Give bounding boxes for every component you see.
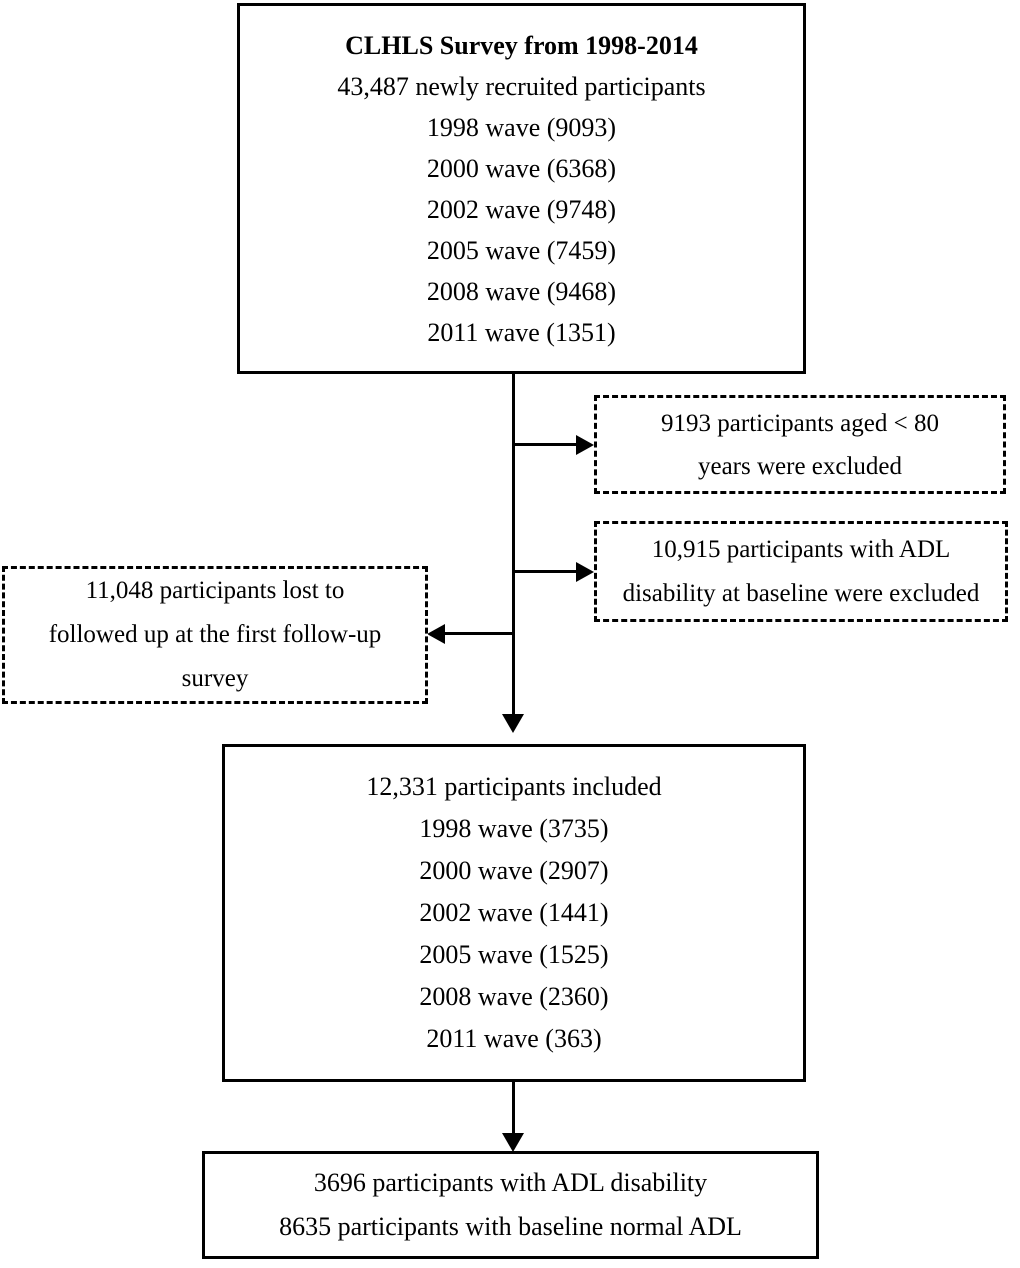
arrowhead-lost-followup <box>427 624 445 644</box>
included-cohort-line-5: 2005 wave (1525) <box>419 940 609 969</box>
arrowhead-outcomes <box>502 1133 524 1152</box>
node-outcome-groups: 3696 participants with ADL disability 86… <box>202 1151 819 1259</box>
source-cohort-line-5: 2005 wave (7459) <box>426 235 617 265</box>
included-cohort-line-7: 2011 wave (363) <box>426 1024 602 1053</box>
connector-branch-lost-followup <box>445 632 513 635</box>
lost-followup-line-1: 11,048 participants lost to <box>85 577 345 604</box>
arrowhead-excluded-adl <box>576 562 594 582</box>
excluded-age-line-1: 9193 participants aged < 80 <box>661 409 939 437</box>
outcome-groups-line-2: 8635 participants with baseline normal A… <box>279 1212 742 1241</box>
node-excluded-adl: 10,915 participants with ADL disability … <box>594 521 1008 622</box>
arrowhead-excluded-age <box>576 435 594 455</box>
node-lost-followup: 11,048 participants lost to followed up … <box>2 566 428 704</box>
node-excluded-age: 9193 participants aged < 80 years were e… <box>594 395 1006 494</box>
source-cohort-title: CLHLS Survey from 1998-2014 <box>345 30 698 60</box>
source-cohort-line-1: 43,487 newly recruited participants <box>337 71 706 101</box>
connector-trunk-vertical <box>512 374 515 714</box>
source-cohort-line-4: 2002 wave (9748) <box>426 194 617 224</box>
node-included-cohort: 12,331 participants included 1998 wave (… <box>222 744 806 1082</box>
included-cohort-line-2: 1998 wave (3735) <box>419 814 609 843</box>
outcome-groups-line-1: 3696 participants with ADL disability <box>313 1168 708 1197</box>
lost-followup-line-2: followed up at the first follow-up <box>48 621 382 648</box>
excluded-adl-line-2: disability at baseline were excluded <box>622 579 980 607</box>
source-cohort-line-6: 2008 wave (9468) <box>426 276 617 306</box>
source-cohort-line-3: 2000 wave (6368) <box>426 153 617 183</box>
connector-branch-excluded-age <box>512 443 578 446</box>
included-cohort-line-1: 12,331 participants included <box>366 772 662 801</box>
source-cohort-line-7: 2011 wave (1351) <box>427 317 616 347</box>
source-cohort-line-2: 1998 wave (9093) <box>426 112 617 142</box>
excluded-adl-line-1: 10,915 participants with ADL <box>651 535 951 563</box>
included-cohort-line-4: 2002 wave (1441) <box>419 898 609 927</box>
included-cohort-line-3: 2000 wave (2907) <box>419 856 609 885</box>
included-cohort-line-6: 2008 wave (2360) <box>419 982 609 1011</box>
node-source-cohort: CLHLS Survey from 1998-2014 43,487 newly… <box>237 3 806 374</box>
excluded-age-line-2: years were excluded <box>697 452 903 480</box>
lost-followup-line-3: survey <box>181 665 249 692</box>
arrowhead-trunk-to-included <box>502 714 524 733</box>
connector-trunk-to-outcomes <box>512 1082 515 1134</box>
connector-branch-excluded-adl <box>512 570 578 573</box>
